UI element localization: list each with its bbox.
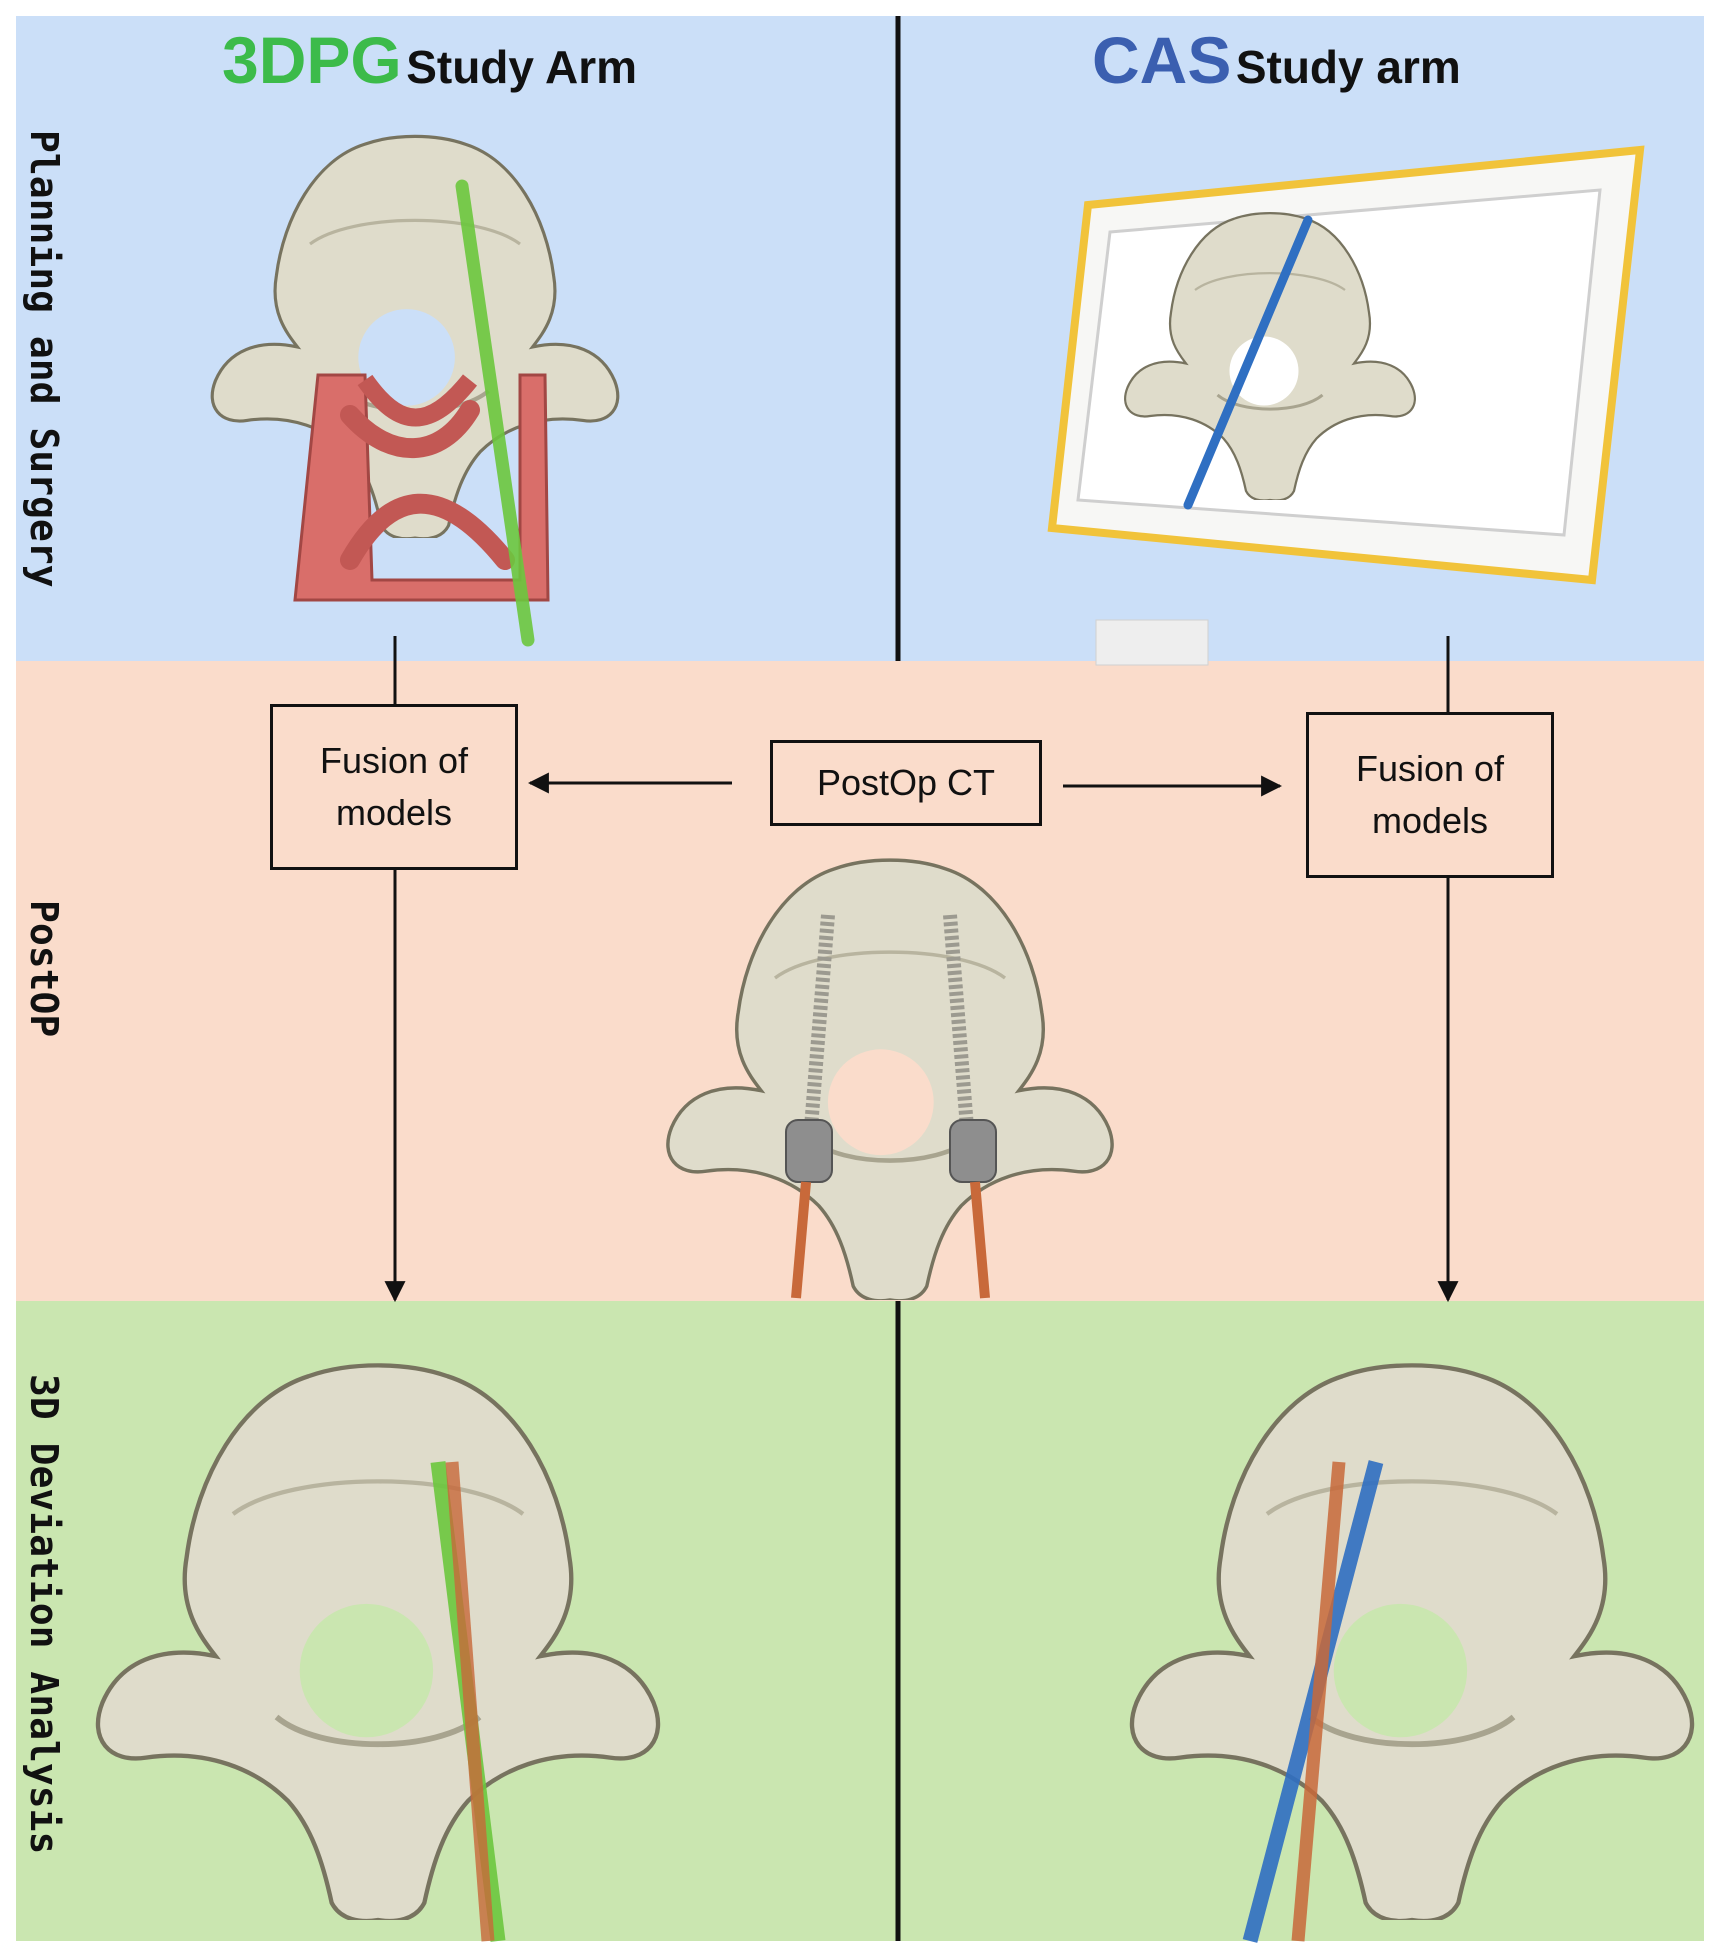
surgical-guide-3dpg [293,373,550,602]
vertebra-3dpg-planning [212,136,618,538]
postop-ct-box: PostOp CT [770,740,1042,826]
postop-vertebra [668,860,1112,1301]
vertebra-cas-deviation [1132,1365,1692,1943]
fusion-right-line2: models [1371,800,1489,841]
navigation-monitor [1047,145,1645,666]
title-3dpg-rest: Study Arm [406,41,638,93]
fusion-box-right: Fusion of models [1306,712,1554,878]
title-cas-highlight: CAS [1092,23,1232,97]
phase-label-planning: Planning and Surgery [22,130,66,588]
postop-ct-label: PostOp CT [816,761,996,803]
planned-trajectory-3dpg [455,179,535,647]
phase-label-deviation: 3D Deviation Analysis [22,1374,66,1855]
fusion-left-line1: Fusion of [319,739,469,781]
title-cas-rest: Study arm [1235,41,1461,93]
fusion-box-left: Fusion of models [270,704,518,870]
title-cas-arm: CAS Study arm [1092,22,1461,98]
fusion-right-line1: Fusion of [1355,747,1505,789]
fusion-left-line2: models [335,792,453,833]
phase-label-postop: PostOP [22,900,66,1038]
title-3dpg-arm: 3DPG Study Arm [222,22,637,98]
title-3dpg-highlight: 3DPG [222,23,402,97]
vertebra-3dpg-deviation [98,1365,658,1942]
